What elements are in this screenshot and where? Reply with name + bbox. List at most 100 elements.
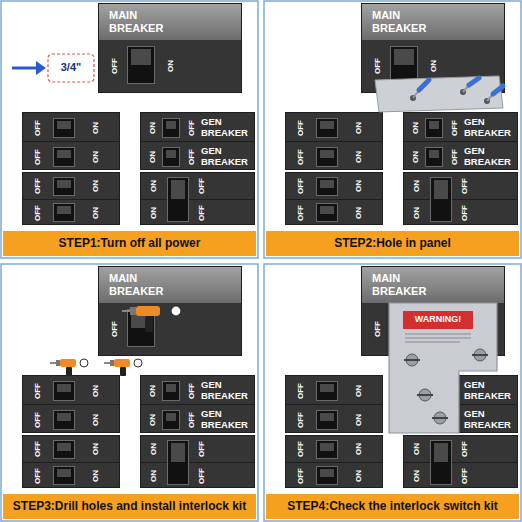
generator-label: GEN BREAKER	[464, 380, 517, 401]
panel-frame	[264, 1, 521, 258]
drill-icon	[104, 359, 142, 376]
switch-position: ON	[148, 151, 157, 163]
switch-position: ON	[412, 207, 421, 219]
breaker-switch	[53, 440, 75, 459]
switch-lever	[57, 121, 71, 129]
switch-position: OFF	[460, 205, 469, 221]
drill-icon	[50, 359, 88, 376]
step-banner: STEP1:Turn off all power	[3, 231, 256, 256]
switch-lever	[429, 150, 439, 158]
breaker-switch	[316, 410, 338, 430]
main-breaker: MAIN BREAKEROFF	[361, 266, 505, 356]
switch-position: OFF	[460, 441, 469, 457]
switch-position: ON	[354, 207, 363, 219]
switch-position: ON	[91, 180, 100, 192]
switch-lever	[394, 49, 414, 65]
main-breaker: MAIN BREAKEROFF	[98, 266, 242, 356]
switch-position: ON	[91, 207, 100, 219]
switch-position: OFF	[296, 120, 305, 136]
row-divider	[141, 141, 254, 142]
switch-position: OFF	[187, 149, 196, 165]
breaker-switch	[430, 177, 452, 222]
switch-position: OFF	[373, 58, 382, 74]
switch-position: ON	[148, 122, 157, 134]
switch-position: OFF	[33, 468, 42, 484]
switch-lever	[57, 384, 71, 392]
switch-position: OFF	[33, 178, 42, 194]
switch-position: ON	[354, 414, 363, 426]
switch-lever	[166, 384, 176, 392]
switch-position: OFF	[296, 149, 305, 165]
row-divider	[286, 404, 382, 405]
main-breaker: MAIN BREAKEROFFON	[98, 3, 242, 93]
breaker-switch	[53, 466, 75, 485]
generator-breaker-block: ONOFFGEN BREAKERONOFFGEN BREAKER	[403, 112, 518, 170]
switch-lever	[320, 469, 334, 477]
switch-position: ON	[148, 385, 157, 397]
switch-position: ON	[412, 443, 421, 455]
row-divider	[404, 199, 517, 200]
switch-lever	[320, 443, 334, 451]
switch-lever	[166, 121, 176, 129]
step-caption: STEP3:Drill holes and install interlock …	[7, 499, 252, 514]
row-divider	[141, 199, 254, 200]
switch-position: ON	[412, 470, 421, 482]
switch-position: OFF	[187, 412, 196, 428]
row-divider	[23, 404, 119, 405]
generator-breaker-block: ONOFFGEN BREAKERONOFFGEN BREAKER	[140, 112, 255, 170]
breaker-block: ONOFFONOFF	[403, 172, 518, 225]
breaker-switch	[53, 147, 75, 167]
row-divider	[286, 462, 382, 463]
breaker-block: OFF ON OFF ON	[22, 172, 120, 225]
switch-position: OFF	[450, 120, 459, 136]
switch-position: OFF	[296, 205, 305, 221]
breaker-switch	[316, 203, 338, 222]
generator-breaker-block: GEN BREAKER GEN BREAKER	[403, 375, 518, 433]
step-banner: STEP2:Hole in panel	[266, 231, 519, 256]
switch-position: ON	[149, 470, 158, 482]
switch-lever	[429, 413, 439, 421]
switch-position: ON	[429, 60, 438, 72]
breaker-switch	[162, 118, 180, 138]
switch-position: OFF	[33, 205, 42, 221]
breaker-switch	[430, 440, 452, 485]
switch-lever	[320, 180, 334, 188]
row-divider	[404, 404, 517, 405]
breaker-title: MAIN BREAKER	[109, 9, 193, 35]
breaker-block: OFFONOFFON	[285, 375, 383, 433]
generator-label: GEN BREAKER	[201, 117, 254, 138]
switch-lever	[320, 413, 334, 421]
switch-position: OFF	[33, 149, 42, 165]
breaker-switch	[425, 381, 443, 401]
switch-position: OFF	[33, 441, 42, 457]
breaker-switch	[316, 147, 338, 167]
step-banner: STEP4:Check the interlock switch kit	[266, 494, 519, 519]
switch-position: ON	[91, 122, 100, 134]
switch-position: ON	[91, 151, 100, 163]
breaker-block: ONOFFONOFF	[140, 435, 255, 488]
generator-breaker-block: ONOFFGEN BREAKERONOFFGEN BREAKER	[140, 375, 255, 433]
generator-label: GEN BREAKER	[464, 409, 517, 430]
switch-position: OFF	[460, 468, 469, 484]
switch-lever	[57, 413, 71, 421]
breaker-block: OFFONOFFON	[22, 112, 120, 170]
breaker-title: MAIN BREAKER	[109, 272, 193, 298]
breaker-switch	[316, 118, 338, 138]
switch-position: ON	[354, 443, 363, 455]
switch-lever	[320, 150, 334, 158]
breaker-switch	[162, 381, 180, 401]
breaker-block: OFFONOFFON	[285, 172, 383, 225]
switch-position: OFF	[197, 178, 206, 194]
breaker-switch	[316, 466, 338, 485]
breaker-switch	[127, 309, 155, 347]
gap-arrow	[12, 61, 46, 75]
switch-lever	[171, 180, 185, 199]
switch-position: ON	[91, 470, 100, 482]
switch-lever	[57, 180, 71, 188]
step-caption: STEP2:Hole in panel	[270, 236, 515, 251]
main-breaker: MAIN BREAKEROFFON	[361, 3, 505, 93]
row-divider	[404, 462, 517, 463]
switch-lever	[320, 121, 334, 129]
switch-position: OFF	[197, 441, 206, 457]
